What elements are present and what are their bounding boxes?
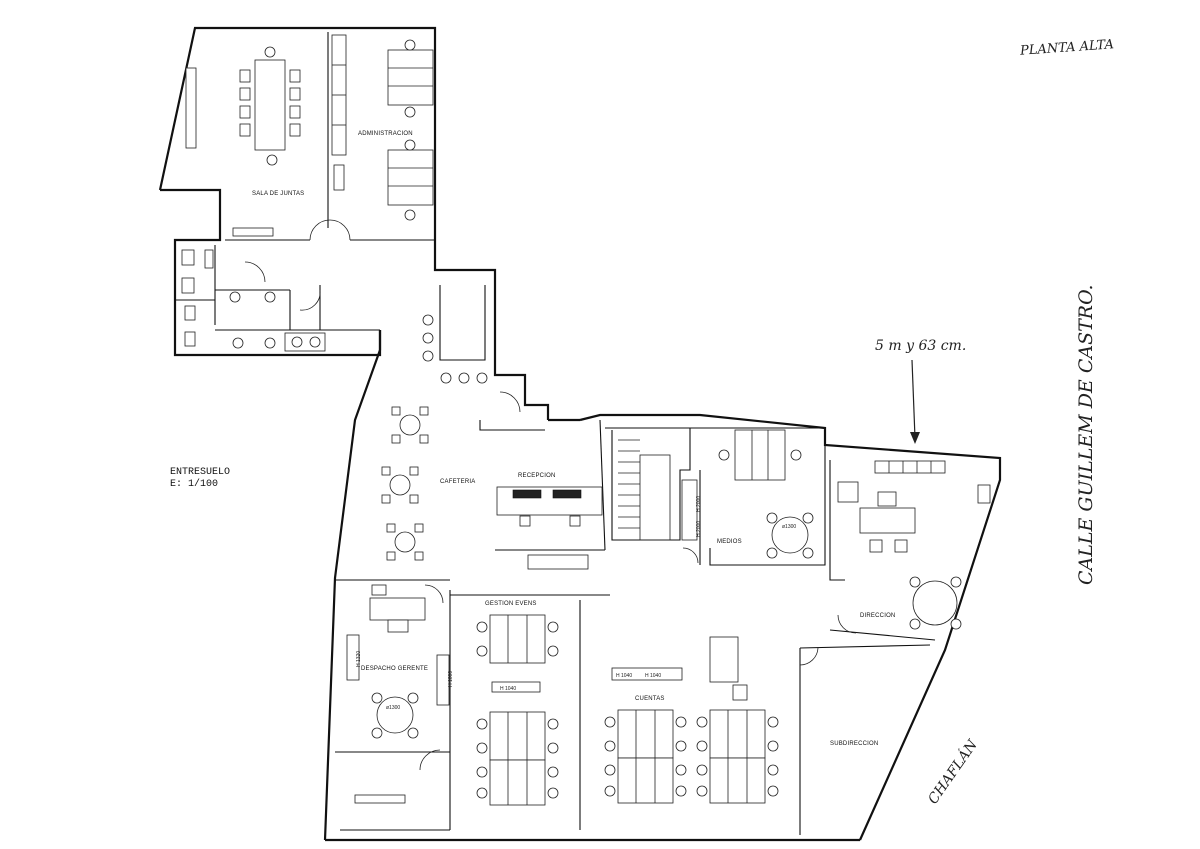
cafe-chair [386, 523, 396, 533]
desk-chair [604, 716, 616, 728]
annotation-planta-alta: PLANTA ALTA [1019, 37, 1115, 59]
cafe-chair [414, 523, 424, 533]
desk-chair [476, 645, 488, 657]
wc-fixtures [181, 249, 326, 352]
cafe-chair [414, 551, 424, 561]
desk-chair [476, 742, 488, 754]
direccion-furniture [837, 460, 991, 630]
desk-chair [675, 785, 687, 797]
meeting-chair [264, 46, 276, 58]
meeting-chair [239, 69, 251, 83]
inner-walls [175, 32, 936, 835]
admin-desks [331, 34, 434, 221]
room-labels: SALA DE JUNTAS ADMINISTRACION CAFETERIA … [252, 131, 895, 747]
cafe-chair [381, 494, 391, 504]
desk-chair [696, 716, 708, 728]
table-diameter-1: ø1300 [386, 705, 400, 711]
plan-scale: E: 1/100 [170, 478, 218, 490]
desk-chair [767, 785, 779, 797]
label-despacho-gerente: DESPACHO GERENTE [361, 666, 428, 672]
cafe-chair [391, 406, 401, 416]
cabinet-label-5: H 1040 [645, 673, 661, 679]
doors [244, 219, 857, 771]
bottom-storage [354, 794, 406, 804]
desk-chair [476, 787, 488, 799]
desk-chairs [476, 621, 779, 799]
desk-chair [476, 621, 488, 633]
desk-chair [767, 740, 779, 752]
label-cuentas: CUENTAS [635, 696, 665, 702]
cafe-chair [409, 466, 419, 476]
label-sala-juntas: SALA DE JUNTAS [252, 191, 304, 197]
cafe-chair [409, 494, 419, 504]
meeting-chair [239, 87, 251, 101]
desk-chair [547, 766, 559, 778]
cafe-table [389, 474, 411, 496]
cafe-chair [391, 434, 401, 444]
cafe-chair [419, 434, 429, 444]
label-gestion-eventos: GESTION EVENS [485, 601, 537, 607]
label-cafeteria: CAFETERIA [440, 479, 475, 485]
cafe-table [394, 531, 416, 553]
desk-chair [547, 742, 559, 754]
cafe-table [399, 414, 421, 436]
cabinet-label-7: H 1000 [448, 671, 454, 687]
desk-chair [547, 621, 559, 633]
desk-chair [604, 785, 616, 797]
desk-chair [547, 645, 559, 657]
meeting-chair [266, 154, 278, 166]
cafeteria-furniture [381, 314, 488, 561]
meeting-chair [289, 87, 301, 101]
desk-chair [767, 716, 779, 728]
desk-chair [604, 764, 616, 776]
meeting-chair [239, 123, 251, 137]
cabinet-label-6: H 1320 [356, 651, 362, 667]
staircase [618, 439, 671, 541]
cuentas-desks [611, 636, 766, 804]
desk-chair [675, 764, 687, 776]
annotation-chaflan: CHAFLÁN [924, 735, 982, 807]
desk-chair [547, 787, 559, 799]
desk-chair [547, 718, 559, 730]
label-medios: MEDIOS [717, 539, 742, 545]
cabinet-label-2: H 2000 [696, 521, 702, 537]
cafe-chair [386, 551, 396, 561]
measure-arrow [910, 359, 920, 444]
desk-chair [675, 716, 687, 728]
annotation-measure: 5 m y 63 cm. [875, 338, 966, 354]
desk-chair [696, 764, 708, 776]
label-recepcion: RECEPCION [518, 473, 555, 479]
reception-desk [496, 486, 603, 570]
desk-chair [696, 785, 708, 797]
desk-chair [476, 718, 488, 730]
gestion-desks [489, 614, 546, 806]
cabinet-label-4: H 1040 [616, 673, 632, 679]
desk-chair [476, 766, 488, 778]
cabinet-label-1: H 2000 [696, 496, 702, 512]
desk-chair [604, 740, 616, 752]
desk-chair [767, 764, 779, 776]
meeting-chair [289, 105, 301, 119]
meeting-table [185, 46, 345, 237]
annotation-street: CALLE GUILLEM DE CASTRO. [1075, 284, 1097, 585]
meeting-chair [289, 123, 301, 137]
cabinet-label-3: H 1040 [500, 686, 516, 692]
table-diameter-2: ø1300 [782, 524, 796, 530]
cafe-chair [419, 406, 429, 416]
label-direccion: DIRECCION [860, 613, 895, 619]
meeting-chair [239, 105, 251, 119]
label-administracion: ADMINISTRACION [358, 131, 413, 137]
gerente-furniture [346, 584, 450, 739]
desk-chair [696, 740, 708, 752]
plan-title: ENTRESUELO [170, 467, 230, 478]
desk-chair [675, 740, 687, 752]
meeting-chair [289, 69, 301, 83]
cabinet-labels: H 2000 H 2000 H 1040 H 1040 H 1040 H 132… [356, 496, 796, 711]
cafe-chair [381, 466, 391, 476]
label-subdireccion: SUBDIRECCION [830, 741, 878, 747]
medios-furniture [681, 429, 814, 559]
